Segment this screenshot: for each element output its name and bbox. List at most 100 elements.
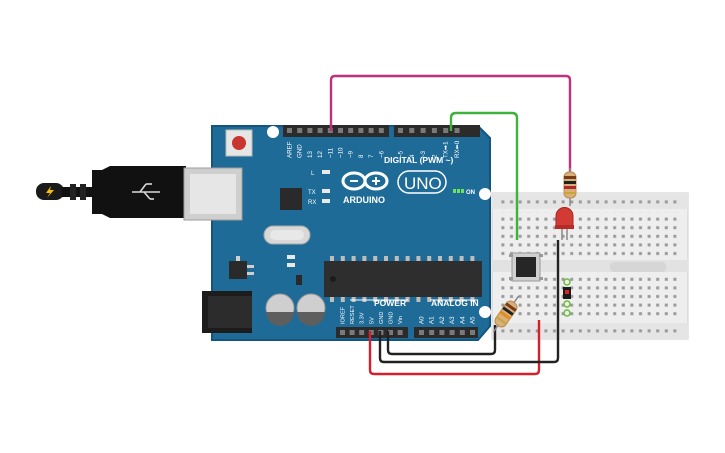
power-pin-0[interactable] — [340, 330, 345, 335]
analog-pin-3[interactable] — [449, 330, 455, 335]
digital-pin-15[interactable] — [454, 128, 460, 133]
analog-pin-sockets[interactable] — [419, 330, 475, 335]
digital-pin-10[interactable] — [398, 128, 403, 133]
digital-pin-6[interactable] — [348, 128, 354, 133]
digital-pin-0[interactable] — [287, 128, 292, 133]
digital-pin-label: 2 — [431, 154, 438, 158]
digital-pin-14[interactable] — [443, 128, 449, 133]
power-pin-2[interactable] — [359, 330, 365, 335]
digital-pin-sockets[interactable] — [287, 128, 460, 133]
analog-pin-label: A5 — [470, 316, 477, 324]
power-pin-label: GND — [389, 312, 395, 324]
wire-red — [368, 320, 541, 376]
resistor-top[interactable] — [563, 168, 577, 206]
power-pin-1[interactable] — [349, 330, 355, 335]
digital-pin-label: ~11 — [327, 147, 334, 158]
led-rim — [555, 225, 574, 229]
resistor-band — [495, 316, 507, 325]
rail-holes-top — [500, 196, 680, 206]
digital-pin-7[interactable] — [358, 128, 364, 133]
chip-leg — [448, 256, 453, 261]
wires[interactable] — [329, 74, 572, 376]
digital-pin-label: GND — [297, 144, 304, 158]
resistor-band — [564, 176, 576, 179]
channel-slot — [610, 262, 666, 272]
digital-pin-label: ~9 — [348, 150, 355, 158]
usb-chip — [280, 188, 302, 210]
button-leg — [509, 254, 513, 257]
chip-leg — [351, 256, 356, 261]
breadboard[interactable] — [491, 192, 689, 340]
resistor-band — [564, 186, 576, 189]
led-tx-indicator — [322, 189, 330, 193]
chip-leg — [384, 256, 388, 261]
digital-pin-8[interactable] — [368, 128, 374, 133]
capacitor-band — [297, 312, 325, 326]
chip-leg — [362, 256, 367, 261]
analog-pin-label: A1 — [429, 316, 436, 324]
digital-pin-1[interactable] — [297, 128, 303, 133]
smd-component — [287, 255, 295, 259]
analog-pin-label: A2 — [439, 316, 446, 324]
power-pin-label: 3.3V — [360, 312, 366, 324]
power-pin-label: RESET — [350, 305, 356, 324]
power-pin-label: 5V — [369, 317, 375, 324]
power-pin-3[interactable] — [368, 330, 374, 335]
regulator-leg — [236, 256, 240, 261]
digital-pin-9[interactable] — [378, 128, 384, 133]
wire-pink — [329, 74, 572, 180]
digital-pin-11[interactable] — [409, 128, 415, 133]
on-led-indicator — [453, 189, 456, 193]
digital-pin-3[interactable] — [317, 128, 323, 133]
mount-hole — [479, 188, 491, 200]
digital-pin-label: 12 — [317, 151, 324, 158]
chip-leg — [459, 256, 464, 261]
analog-pin-2[interactable] — [439, 330, 445, 335]
analog-pin-label: A0 — [419, 316, 426, 324]
jumper-component — [563, 278, 571, 317]
digital-pin-5[interactable] — [338, 128, 343, 133]
chip-leg — [394, 256, 399, 261]
push-button[interactable] — [509, 252, 543, 282]
analog-label: ANALOG IN — [431, 298, 479, 308]
terminal-holes-top — [500, 212, 680, 256]
chip-leg — [330, 256, 334, 261]
button-leg — [539, 277, 543, 280]
digital-pin-label: ~3 — [420, 150, 427, 158]
analog-pin-5[interactable] — [470, 330, 475, 335]
red-led[interactable] — [555, 207, 574, 241]
digital-pin-12[interactable] — [420, 128, 426, 133]
chip-leg — [405, 256, 410, 261]
resistor-band — [505, 302, 517, 312]
mount-hole — [267, 126, 279, 138]
digital-pin-13[interactable] — [431, 128, 437, 133]
digital-pin-label: ~5 — [398, 150, 405, 158]
digital-pin-2[interactable] — [307, 128, 313, 133]
power-pin-6[interactable] — [397, 330, 403, 335]
brand-text: ARDUINO — [343, 195, 385, 205]
analog-pin-4[interactable] — [459, 330, 465, 335]
digital-pin-label: RX⬅0 — [454, 140, 461, 158]
reset-button-icon[interactable] — [225, 129, 253, 157]
on-led-indicator — [457, 189, 460, 193]
resistor-bottom[interactable] — [488, 293, 523, 336]
digital-label: DIGITAL (PWM ~) — [384, 155, 454, 165]
terminal-holes-bottom — [500, 276, 680, 320]
power-label: POWER — [374, 298, 406, 308]
resistor-band — [564, 192, 576, 194]
wire-black-1 — [378, 240, 560, 364]
chip-leg — [330, 297, 334, 302]
on-label: ON — [466, 190, 475, 196]
digital-header-right — [394, 125, 480, 137]
lightning-icon — [36, 183, 64, 200]
analog-pin-0[interactable] — [419, 330, 424, 335]
power-pin-label: Vin — [398, 316, 404, 324]
wire-green — [449, 111, 519, 240]
analog-pin-1[interactable] — [429, 330, 435, 335]
uno-badge — [397, 170, 447, 194]
power-pin-5[interactable] — [388, 330, 393, 335]
